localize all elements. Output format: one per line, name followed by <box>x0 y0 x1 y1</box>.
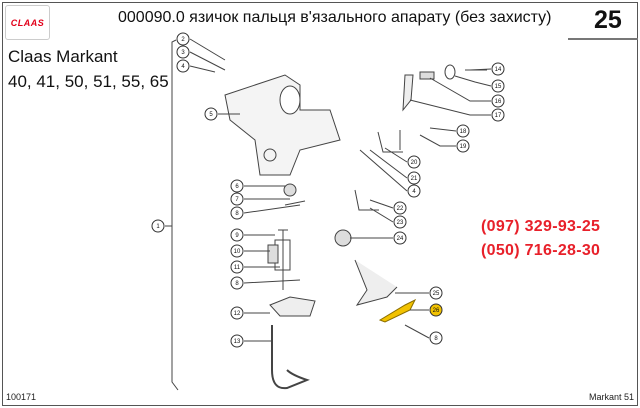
bracket-line <box>171 39 179 391</box>
callout-label: 17 <box>495 113 502 119</box>
callout-label: 20 <box>411 160 418 166</box>
callout-label: 26 <box>433 308 440 314</box>
callout-label: 3 <box>181 50 185 56</box>
divider <box>568 38 638 40</box>
callout-label: 8 <box>235 211 239 217</box>
callout-label: 22 <box>397 206 404 212</box>
callout-label: 18 <box>460 129 467 135</box>
callout-7: 7 <box>230 192 244 206</box>
callout-label: 6 <box>235 184 239 190</box>
callout-label: 24 <box>397 236 404 242</box>
callout-13: 13 <box>230 334 244 348</box>
callout-8: 8 <box>230 276 244 290</box>
callout-9: 9 <box>230 228 244 242</box>
callout-11: 11 <box>230 260 244 274</box>
logo-text: CLAAS <box>10 17 45 28</box>
callout-14: 14 <box>491 62 505 76</box>
callout-label: 21 <box>411 176 418 182</box>
callout-label: 10 <box>234 249 241 255</box>
callout-label: 23 <box>397 220 404 226</box>
callout-label: 8 <box>235 281 239 287</box>
callout-1: 1 <box>151 219 165 233</box>
callout-label: 11 <box>234 265 241 271</box>
callout-label: 14 <box>495 67 502 73</box>
lever-part <box>354 259 398 306</box>
callout-4: 4 <box>176 59 190 73</box>
callout-15: 15 <box>491 79 505 93</box>
model-info: Claas Markant 40, 41, 50, 51, 55, 65 <box>8 44 169 94</box>
callout-4: 4 <box>407 184 421 198</box>
model-variants: 40, 41, 50, 51, 55, 65 <box>8 72 169 91</box>
phone-2[interactable]: (050) 716-28-30 <box>481 242 601 259</box>
callout-label: 8 <box>434 336 438 342</box>
bracket-part <box>269 296 316 317</box>
page-title: 000090.0 язичок пальця в'язального апара… <box>118 9 552 26</box>
callout-label: 2 <box>181 37 185 43</box>
phone-1[interactable]: (097) 329-93-25 <box>481 218 601 235</box>
callout-3: 3 <box>176 45 190 59</box>
callout-label: 1 <box>156 224 160 230</box>
model-name: Claas Markant <box>8 47 118 66</box>
callout-12: 12 <box>230 306 244 320</box>
hook-part <box>271 325 310 390</box>
page-number: 25 <box>594 6 622 34</box>
callout-label: 15 <box>495 84 502 90</box>
highlighted-tongue-part <box>378 298 417 323</box>
callout-16: 16 <box>491 94 505 108</box>
callout-label: 16 <box>495 99 502 105</box>
callout-24: 24 <box>393 231 407 245</box>
callout-label: 9 <box>235 233 239 239</box>
callout-label: 7 <box>235 197 239 203</box>
callout-8: 8 <box>230 206 244 220</box>
claas-logo: CLAAS <box>5 5 50 40</box>
footer-model: Markant 51 <box>588 392 634 402</box>
callout-17: 17 <box>491 108 505 122</box>
callout-26: 26 <box>429 303 443 317</box>
callout-10: 10 <box>230 244 244 258</box>
callout-6: 6 <box>230 179 244 193</box>
callout-label: 19 <box>460 144 467 150</box>
callout-label: 13 <box>234 339 241 345</box>
callout-18: 18 <box>456 124 470 138</box>
callout-5: 5 <box>204 107 218 121</box>
callout-label: 25 <box>433 291 440 297</box>
callout-19: 19 <box>456 139 470 153</box>
callout-label: 4 <box>412 189 416 195</box>
footer-code: 100171 <box>6 392 37 402</box>
housing-part <box>224 74 341 176</box>
callout-21: 21 <box>407 171 421 185</box>
callout-20: 20 <box>407 155 421 169</box>
callout-label: 12 <box>234 311 241 317</box>
callout-label: 5 <box>209 112 213 118</box>
callout-22: 22 <box>393 201 407 215</box>
callout-2: 2 <box>176 32 190 46</box>
callout-25: 25 <box>429 286 443 300</box>
callout-8: 8 <box>429 331 443 345</box>
callout-23: 23 <box>393 215 407 229</box>
callout-label: 4 <box>181 64 185 70</box>
